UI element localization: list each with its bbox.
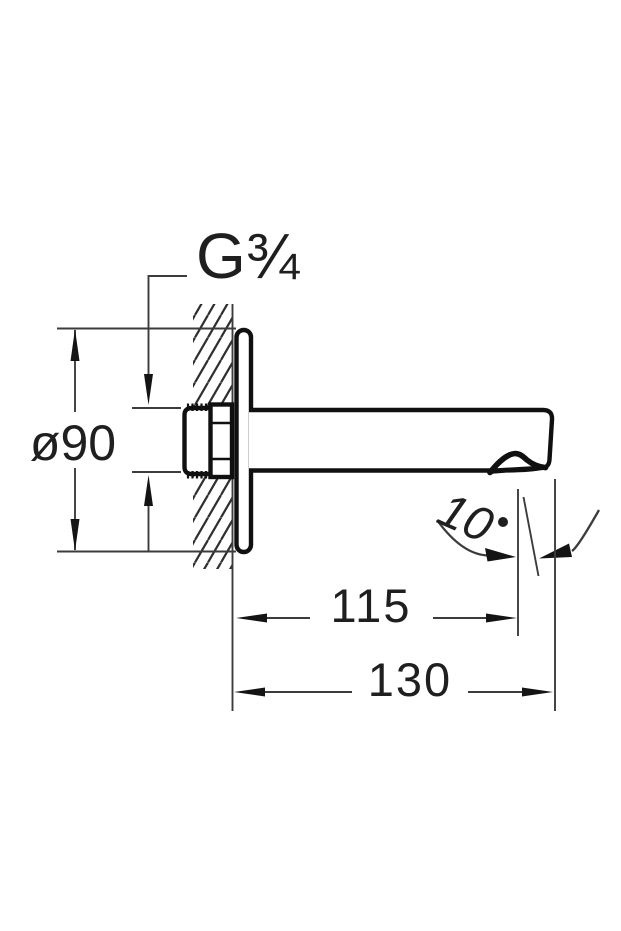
mounting-flange (234, 327, 254, 555)
thread-callout: G¾ (132, 220, 301, 551)
arrowhead-up (70, 329, 80, 361)
hex-nut (208, 402, 235, 480)
angle-arc-right (571, 509, 601, 552)
spout-projection-label: 115 (331, 579, 412, 632)
degree-dot (498, 517, 508, 527)
spout-product (182, 327, 555, 555)
angled-face-line (522, 496, 540, 577)
overall-projection-label: 130 (368, 653, 452, 706)
arrowhead-up (144, 475, 153, 506)
arrowhead-down (70, 519, 80, 551)
arrowhead-left (236, 613, 267, 623)
spout-angle-label: 10 (430, 483, 501, 553)
flange-diameter-label: ø90 (30, 415, 116, 471)
leader-line (147, 275, 187, 375)
arrowhead-right (486, 613, 517, 623)
arrowhead-right (522, 687, 553, 697)
angle-arc-left (436, 519, 491, 557)
dimension-spout-projection: 115 (236, 579, 517, 632)
dimension-spout-angle: 10 (430, 483, 601, 636)
dimension-overall-projection: 130 (234, 479, 556, 711)
dimension-flange-diameter: ø90 (30, 327, 236, 553)
spout-outlet-lip-lower (491, 466, 546, 474)
arrowhead-left (234, 687, 265, 697)
thread-teeth (186, 403, 208, 479)
wall-section (193, 304, 234, 711)
arrowhead-down (144, 374, 153, 405)
spout-body (249, 407, 555, 473)
spout-outlet-lip (487, 450, 549, 476)
thread-connector (182, 405, 215, 477)
thread-spec-label: G¾ (196, 220, 301, 292)
arrowhead-right (485, 548, 516, 562)
